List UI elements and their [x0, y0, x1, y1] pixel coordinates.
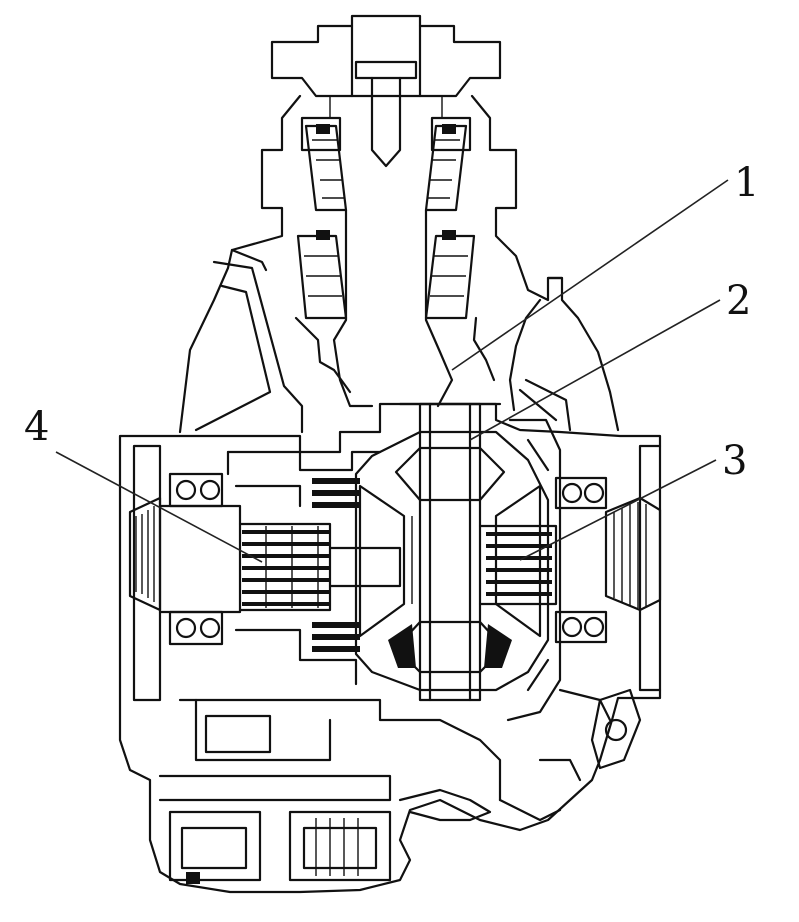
right-side-splines	[478, 524, 558, 606]
callout-label-2: 2	[726, 278, 751, 324]
cross-pin	[398, 402, 502, 702]
right-output-seal	[604, 496, 662, 612]
left-axle-shaft	[158, 504, 402, 614]
main-casing	[118, 276, 662, 894]
callout-label-4: 4	[24, 404, 49, 450]
lower-right-parts	[498, 688, 642, 822]
callout-labels: 1 2 3 4	[24, 160, 759, 484]
actuator-housing	[158, 698, 502, 884]
left-bearings	[168, 472, 224, 646]
clutch-pack	[226, 450, 382, 686]
callout-leaders	[55, 179, 729, 563]
callout-label-3: 3	[722, 438, 747, 484]
differential-carrier	[354, 430, 550, 692]
input-flange	[270, 14, 502, 168]
leader-2	[469, 299, 721, 441]
leader-1	[451, 179, 729, 371]
leader-3	[519, 459, 717, 561]
callout-label-1: 1	[734, 160, 759, 206]
right-bearings	[554, 476, 608, 644]
left-axle-splines	[242, 526, 330, 608]
left-housing-rib	[194, 248, 304, 434]
leader-4	[55, 451, 263, 563]
